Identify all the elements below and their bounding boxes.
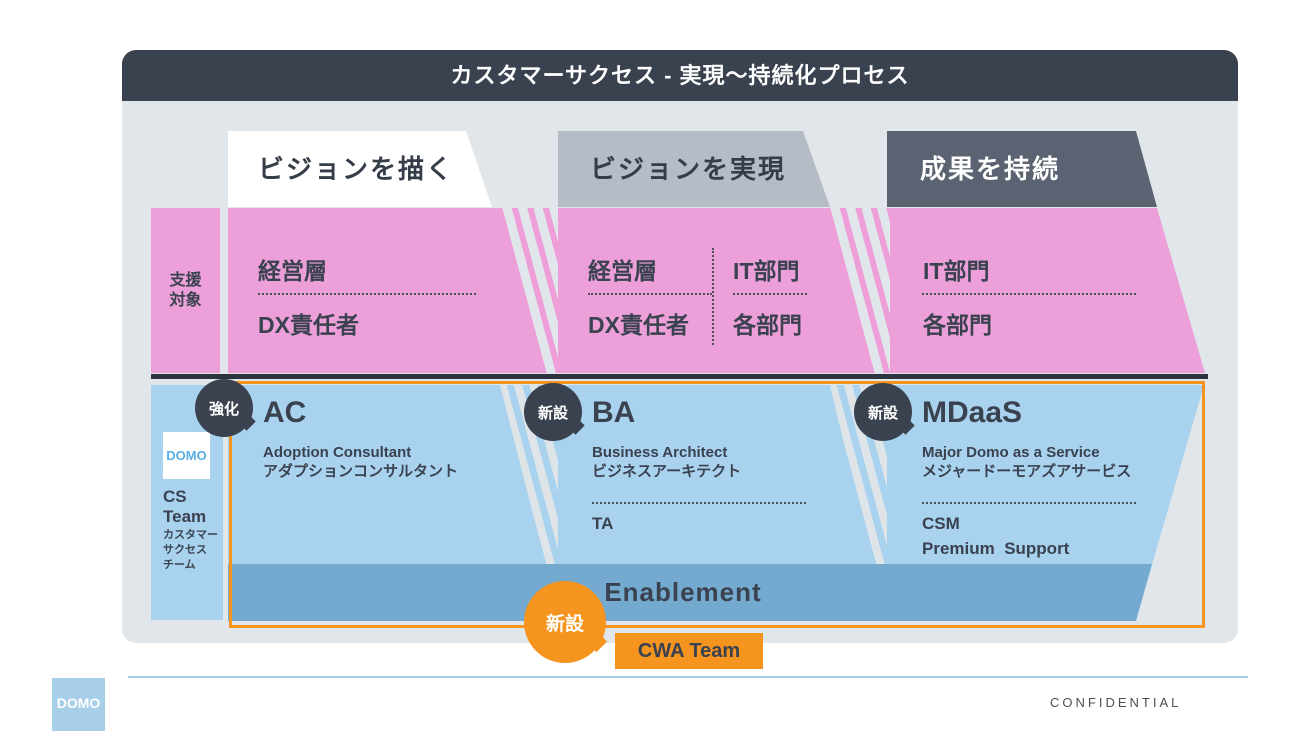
audience-p2c1-top: 経営層 (588, 258, 657, 284)
cs-team-name-line2: Team (163, 507, 207, 526)
role-mdaas-title: MDaaS (922, 396, 1023, 429)
role-ac-subtitle-en: Adoption Consultant (263, 444, 412, 461)
audience-p2c2-top: IT部門 (733, 258, 800, 284)
audience-p1-top: 経営層 (258, 258, 327, 284)
cwa-team-box: CWA Team (615, 633, 763, 669)
audience-p3-top: IT部門 (923, 258, 990, 284)
role-ba-title: BA (592, 396, 636, 429)
audience-band (228, 208, 1205, 373)
support-target-label-line1: 支援 (169, 271, 202, 289)
role-mdaas-subtitle-jp: メジャードーモアズアサービス (922, 463, 1132, 480)
badge-new-cwa: 新設 (524, 581, 606, 663)
divider (258, 293, 476, 295)
domo-logo: DOMO (163, 432, 210, 479)
role-ac-title: AC (263, 396, 307, 429)
badge-strengthen-ac: 強化 (195, 379, 253, 437)
role-mdaas-subtitle-en: Major Domo as a Service (922, 444, 1100, 461)
divider-vertical (712, 248, 714, 345)
cs-team-name-jp-line1: カスタマー (163, 529, 218, 541)
badge-new-ba: 新設 (524, 383, 582, 441)
role-ba-subtitle-en: Business Architect (592, 444, 728, 461)
footer-rule (128, 676, 1248, 678)
audience-p1-bottom: DX責任者 (258, 312, 359, 338)
divider (592, 502, 806, 504)
phase-header-vision-draw: ビジョンを描く (228, 131, 492, 207)
cs-team-highlight-frame (229, 381, 1205, 628)
role-ba-subtitle-jp: ビジネスアーキテクト (592, 463, 742, 480)
confidential-label: CONFIDENTIAL (1050, 695, 1182, 710)
domo-footer-logo: DOMO (52, 678, 105, 731)
cs-team-name-jp-line2: サクセス (163, 544, 207, 556)
divider (922, 293, 1136, 295)
enablement-band: Enablement (228, 564, 1152, 621)
phase-header-vision-realize: ビジョンを実現 (558, 131, 830, 207)
audience-p2c2-bottom: 各部門 (733, 312, 802, 338)
slide-title: カスタマーサクセス - 実現〜持続化プロセス (122, 50, 1238, 101)
phase-header-sustain-results: 成果を持続 (887, 131, 1157, 207)
audience-p3-bottom: 各部門 (923, 312, 992, 338)
cs-team-name-jp-line3: チーム (163, 559, 196, 571)
role-ta-label: TA (592, 514, 614, 533)
role-premium-support-label: Premium Support (922, 539, 1070, 558)
divider (733, 293, 807, 295)
cs-team-name: CS Team (163, 487, 223, 527)
role-ac-subtitle-jp: アダプションコンサルタント (263, 463, 459, 480)
band-divider-line (151, 374, 1208, 379)
cs-team-name-line1: CS (163, 487, 187, 506)
cs-team-name-jp: カスタマー サクセス チーム (163, 528, 223, 573)
divider (922, 502, 1136, 504)
divider (588, 293, 712, 295)
audience-p2c1-bottom: DX責任者 (588, 312, 689, 338)
support-target-label-line2: 対象 (169, 291, 202, 309)
role-csm-label: CSM (922, 514, 960, 533)
support-target-row-label: 支援 対象 (151, 208, 220, 373)
badge-new-mdaas: 新設 (854, 383, 912, 441)
